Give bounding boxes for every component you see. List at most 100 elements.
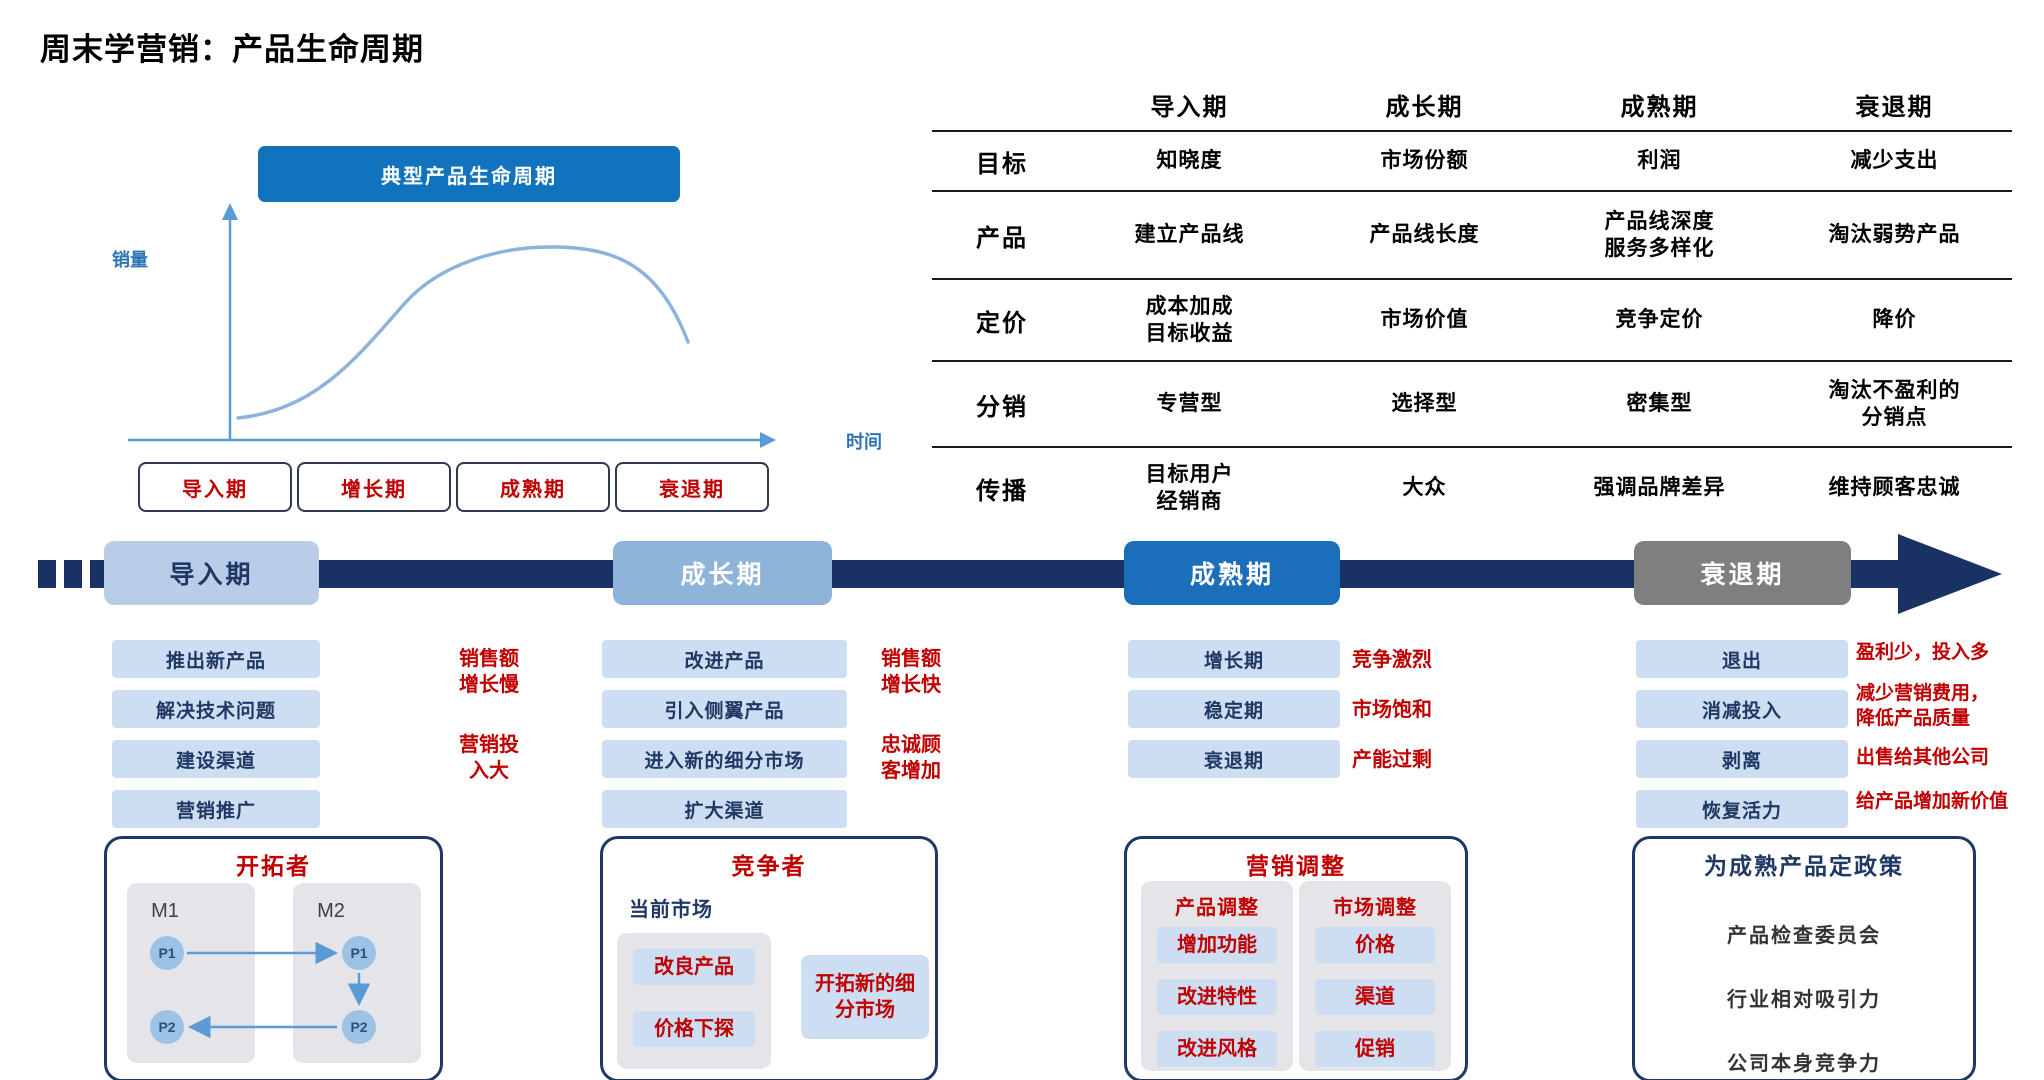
timeline-phase-growth: 成长期 [613,541,832,605]
table-row: 产品 建立产品线 产品线长度 产品线深度 服务多样化 淘汰弱势产品 [932,192,2012,280]
lifecycle-curve-chart [128,203,776,448]
timeline-dash [38,560,56,588]
table-row-label: 分销 [976,393,1028,421]
node-m1-p1 [150,936,184,970]
table-row: 传播 目标用户 经销商 大众 强调品牌差异 维持顾客忠诚 [932,448,2012,528]
table-header: 衰退期 [1855,94,1934,122]
timeline-arrowhead-icon [1898,534,2002,614]
table-cell: 选择型 [1391,392,1458,416]
page-title: 周末学营销：产品生命周期 [40,32,424,67]
table-cell: 降价 [1872,308,1917,332]
stage-pill: 恢复活力 [1636,790,1848,828]
competitor-title: 竞争者 [731,853,807,879]
table-cell: 淘汰弱势产品 [1828,223,1961,247]
pioneer-panel-m1 [127,883,255,1063]
stage-pill: 增长期 [1128,640,1340,678]
stage-note: 销售额 增长慢 [459,648,519,696]
chart-phase-growth: 增长期 [297,462,451,512]
timeline-phase-decline: 衰退期 [1634,541,1851,605]
table-cell: 市场价值 [1380,308,1469,332]
adjustment-pill: 改进特性 [1157,979,1277,1015]
current-market-label: 当前市场 [629,899,713,921]
chart-phase-row: 导入期 增长期 成熟期 衰退期 [138,462,769,512]
pioneer-box: 开拓者 M1 M2 P1 P2 P1 P2 [104,836,443,1080]
policy-item: 公司本身竞争力 [1727,1053,1881,1075]
table-cell: 专营型 [1156,392,1223,416]
table-row: 目标 知晓度 市场份额 利润 减少支出 [932,132,2012,192]
adjustment-box: 营销调整 产品调整 市场调整 增加功能 改进特性 改进风格 价格 渠道 促销 [1124,836,1468,1080]
adjustment-pill: 促销 [1315,1031,1435,1067]
chart-phase-intro: 导入期 [138,462,292,512]
y-axis-label: 销量 [112,250,148,270]
table-header: 导入期 [1150,94,1229,122]
timeline-phase-intro: 导入期 [104,541,319,605]
x-axis-label: 时间 [846,432,882,452]
strategy-table: 导入期 成长期 成熟期 衰退期 目标 知晓度 市场份额 利润 减少支出 产品 建… [932,86,2012,528]
stage-pill: 改进产品 [602,640,847,678]
policy-item: 产品检查委员会 [1727,925,1881,947]
pioneer-diagram: M1 M2 P1 P2 P1 P2 [127,883,421,1063]
market-adjust-header: 市场调整 [1333,897,1417,919]
table-row: 分销 专营型 选择型 密集型 淘汰不盈利的 分销点 [932,362,2012,448]
x-axis-arrow-icon [760,432,776,448]
node-label: P2 [350,1019,367,1035]
stage-note: 销售额 增长快 [881,648,941,696]
stage-note: 给产品增加新价值 [1856,791,2009,812]
stage-pill: 消减投入 [1636,690,1848,728]
competitor-pill: 价格下探 [633,1011,755,1047]
stage-note: 营销投 入大 [459,734,519,782]
stage-pill: 解决技术问题 [112,690,320,728]
table-row-label: 定价 [976,309,1028,337]
table-cell: 大众 [1402,476,1447,500]
pioneer-group-m1-label: M1 [151,900,179,922]
table-header: 成长期 [1385,94,1464,122]
node-label: P1 [158,945,175,961]
timeline-bar [116,560,1900,588]
table-cell: 目标用户 经销商 [1145,462,1234,513]
adjustment-pill: 增加功能 [1157,927,1277,963]
chart-phase-decline: 衰退期 [615,462,769,512]
chart-title-banner: 典型产品生命周期 [258,146,680,202]
table-cell: 维持顾客忠诚 [1828,476,1961,500]
table-row-label: 目标 [976,150,1028,178]
table-cell: 利润 [1637,149,1682,173]
adjustment-pill: 价格 [1315,927,1435,963]
table-cell: 产品线深度 服务多样化 [1604,209,1715,260]
table-header: 成熟期 [1620,94,1699,122]
pioneer-group-m2-label: M2 [317,900,345,922]
stage-note: 减少营销费用， 降低产品质量 [1856,683,1990,729]
stage-note: 盈利少，投入多 [1856,642,1990,663]
stage-pill: 剥离 [1636,740,1848,778]
timeline-dash [90,560,108,588]
stage-note: 出售给其他公司 [1856,747,1990,768]
node-m2-p1 [342,936,376,970]
table-row-label: 产品 [976,224,1028,252]
stage-pill: 退出 [1636,640,1848,678]
stage-pill: 引入侧翼产品 [602,690,847,728]
competitor-pill: 改良产品 [633,949,755,985]
product-adjust-header: 产品调整 [1175,897,1259,919]
stage-pill: 进入新的细分市场 [602,740,847,778]
policy-item: 行业相对吸引力 [1727,989,1881,1011]
timeline-phase-maturity: 成熟期 [1124,541,1340,605]
competitor-side-pill: 开拓新的细 分市场 [801,955,929,1039]
stage-note: 市场饱和 [1352,699,1432,721]
stage-pill: 建设渠道 [112,740,320,778]
policy-box: 为成熟产品定政策 产品检查委员会 行业相对吸引力 公司本身竞争力 [1632,836,1976,1080]
stage-note: 产能过剩 [1352,749,1432,771]
table-cell: 淘汰不盈利的 分销点 [1828,378,1961,429]
table-cell: 强调品牌差异 [1593,476,1726,500]
pioneer-title: 开拓者 [236,853,311,879]
table-corner-cell [932,86,1072,130]
table-row: 定价 成本加成 目标收益 市场价值 竞争定价 降价 [932,280,2012,362]
table-cell: 建立产品线 [1134,223,1245,247]
table-cell: 知晓度 [1156,149,1223,173]
table-cell: 密集型 [1626,392,1693,416]
lifecycle-curve [236,245,690,420]
node-label: P1 [350,945,367,961]
stage-pill: 衰退期 [1128,740,1340,778]
node-label: P2 [158,1019,175,1035]
adjustment-pill: 改进风格 [1157,1031,1277,1067]
pioneer-panel-m2 [293,883,421,1063]
